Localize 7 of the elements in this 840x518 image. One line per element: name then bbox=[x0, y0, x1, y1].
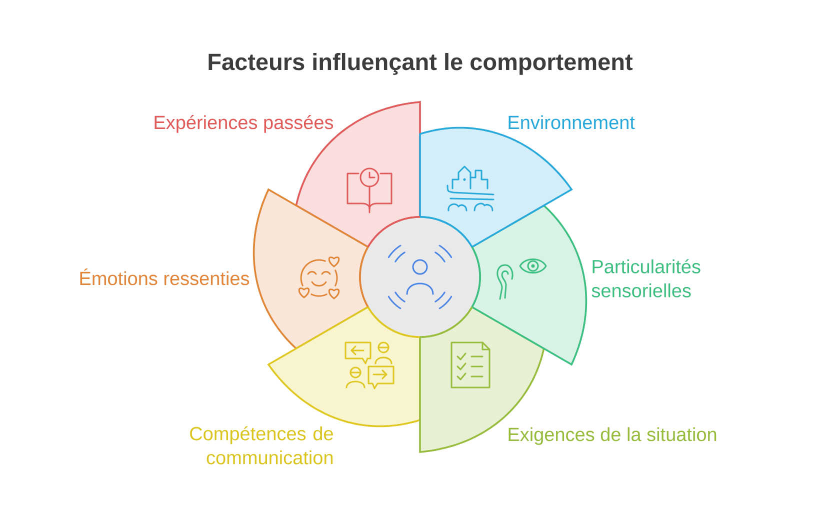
segment-label: Environnement bbox=[508, 115, 635, 130]
segment-label: Particularités sensorielles bbox=[592, 259, 700, 298]
title: Facteurs influençant le comportement bbox=[208, 52, 633, 75]
segment-label: Émotions ressenties bbox=[80, 268, 250, 286]
segment-label: Compétences de communication bbox=[190, 426, 333, 464]
segment-label: Exigences de la situation bbox=[508, 427, 716, 445]
segment-label: Expériences passées bbox=[154, 115, 334, 133]
